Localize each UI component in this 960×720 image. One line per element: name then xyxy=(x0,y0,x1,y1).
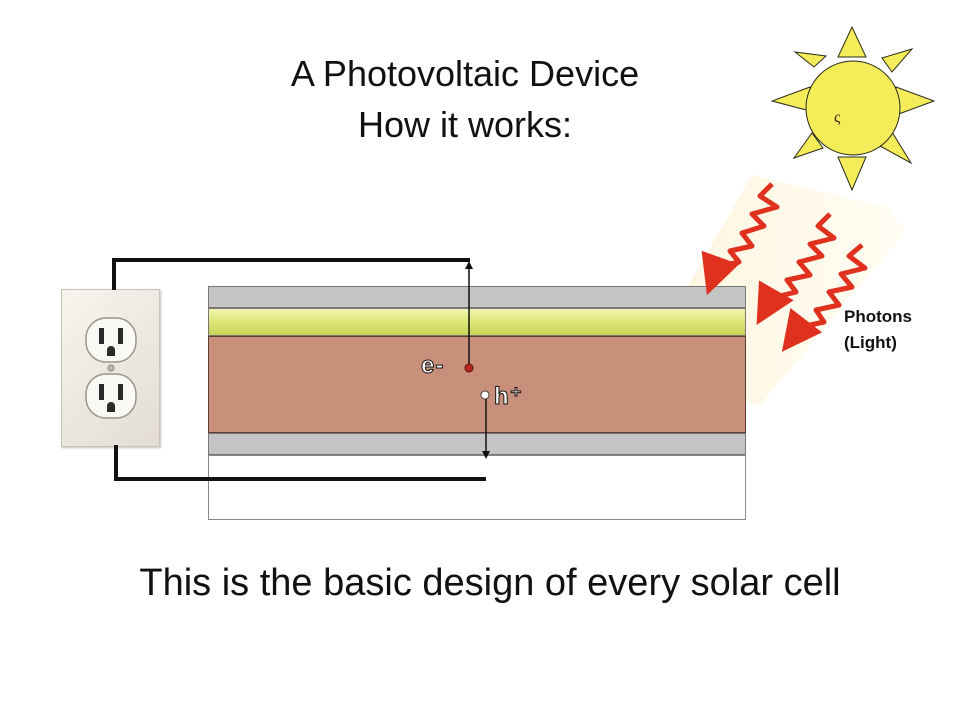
outlet-socket-lower xyxy=(85,373,137,419)
photon-label-line-1: Photons xyxy=(844,307,912,326)
absorber-layer xyxy=(208,336,746,433)
bottom-wire xyxy=(114,445,486,481)
substrate-layer xyxy=(208,455,746,520)
top-contact-layer xyxy=(208,286,746,308)
photon-label-line-2: (Light) xyxy=(844,333,897,352)
photon-label: Photons (Light) xyxy=(844,304,912,356)
outlet-socket-upper xyxy=(85,317,137,363)
outlet-screw xyxy=(107,364,115,372)
photon-wave-2 xyxy=(756,212,837,326)
bottom-contact-layer xyxy=(208,433,746,455)
title-line-2: How it works: xyxy=(357,104,573,145)
electron-dot xyxy=(464,363,474,373)
hole-label: h⁺ xyxy=(493,383,524,411)
n-type-layer xyxy=(208,308,746,336)
electrical-outlet-icon xyxy=(61,289,160,447)
caption: This is the basic design of every solar … xyxy=(139,562,841,604)
photon-wave-1 xyxy=(701,182,780,296)
top-wire xyxy=(112,258,470,290)
hole-dot xyxy=(480,390,490,400)
outlet-face xyxy=(85,317,137,419)
electron-label: e- xyxy=(420,352,445,380)
title-line-1: A Photovoltaic Device xyxy=(290,53,640,94)
sun-face-mark: ς xyxy=(834,109,841,126)
photon-wave-3 xyxy=(781,243,868,352)
